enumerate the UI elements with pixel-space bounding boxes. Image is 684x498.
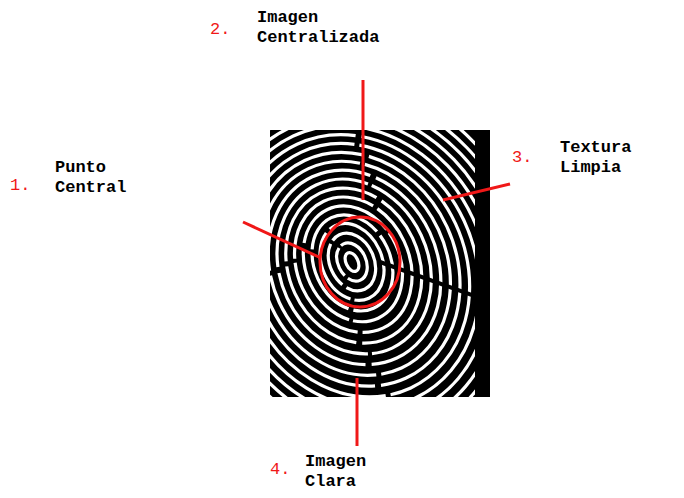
leader-line bbox=[362, 80, 365, 200]
callout-label: Imagen Clara bbox=[305, 452, 366, 492]
callout-number: 4. bbox=[270, 460, 290, 480]
callout-number: 3. bbox=[512, 148, 532, 168]
callout-label: Imagen Centralizada bbox=[257, 8, 379, 48]
callout-label: Textura Limpia bbox=[560, 138, 631, 178]
callout-lines bbox=[243, 80, 510, 446]
leader-line bbox=[443, 184, 510, 200]
callout-label: Punto Central bbox=[55, 158, 126, 198]
leader-line bbox=[243, 222, 321, 258]
fingerprint-ridges bbox=[270, 130, 475, 397]
callout-number: 2. bbox=[210, 20, 230, 40]
center-circle bbox=[320, 217, 400, 307]
leader-line bbox=[356, 378, 359, 446]
callout-number: 1. bbox=[10, 176, 30, 196]
